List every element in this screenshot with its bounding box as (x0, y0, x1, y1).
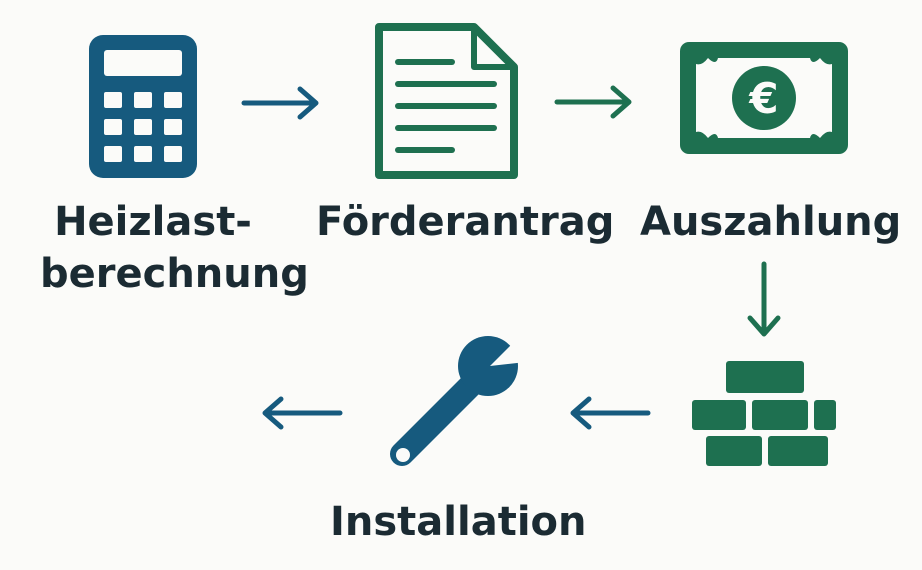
arrow-right-2 (554, 85, 632, 119)
wrench-icon (390, 336, 526, 466)
calculator-icon (89, 35, 197, 178)
document-icon (375, 23, 518, 179)
step-label-heizlast-line1: Heizlast- (54, 199, 252, 245)
arrow-down (747, 261, 781, 337)
step-label-auszahlung: Auszahlung (640, 199, 902, 245)
step-label-foerderantrag: Förderantrag (316, 199, 615, 245)
bricks-icon (692, 361, 836, 466)
euro-banknote-icon: € (680, 42, 848, 154)
step-label-installation: Installation (330, 499, 587, 545)
euro-symbol: € (748, 74, 778, 123)
arrow-right-1 (241, 86, 319, 120)
step-label-heizlast-line2: berechnung (40, 251, 309, 297)
arrow-left-1 (570, 396, 651, 430)
step-label-heizlastberechnung: Heizlast- berechnung (40, 196, 309, 300)
arrow-left-2 (262, 396, 343, 430)
